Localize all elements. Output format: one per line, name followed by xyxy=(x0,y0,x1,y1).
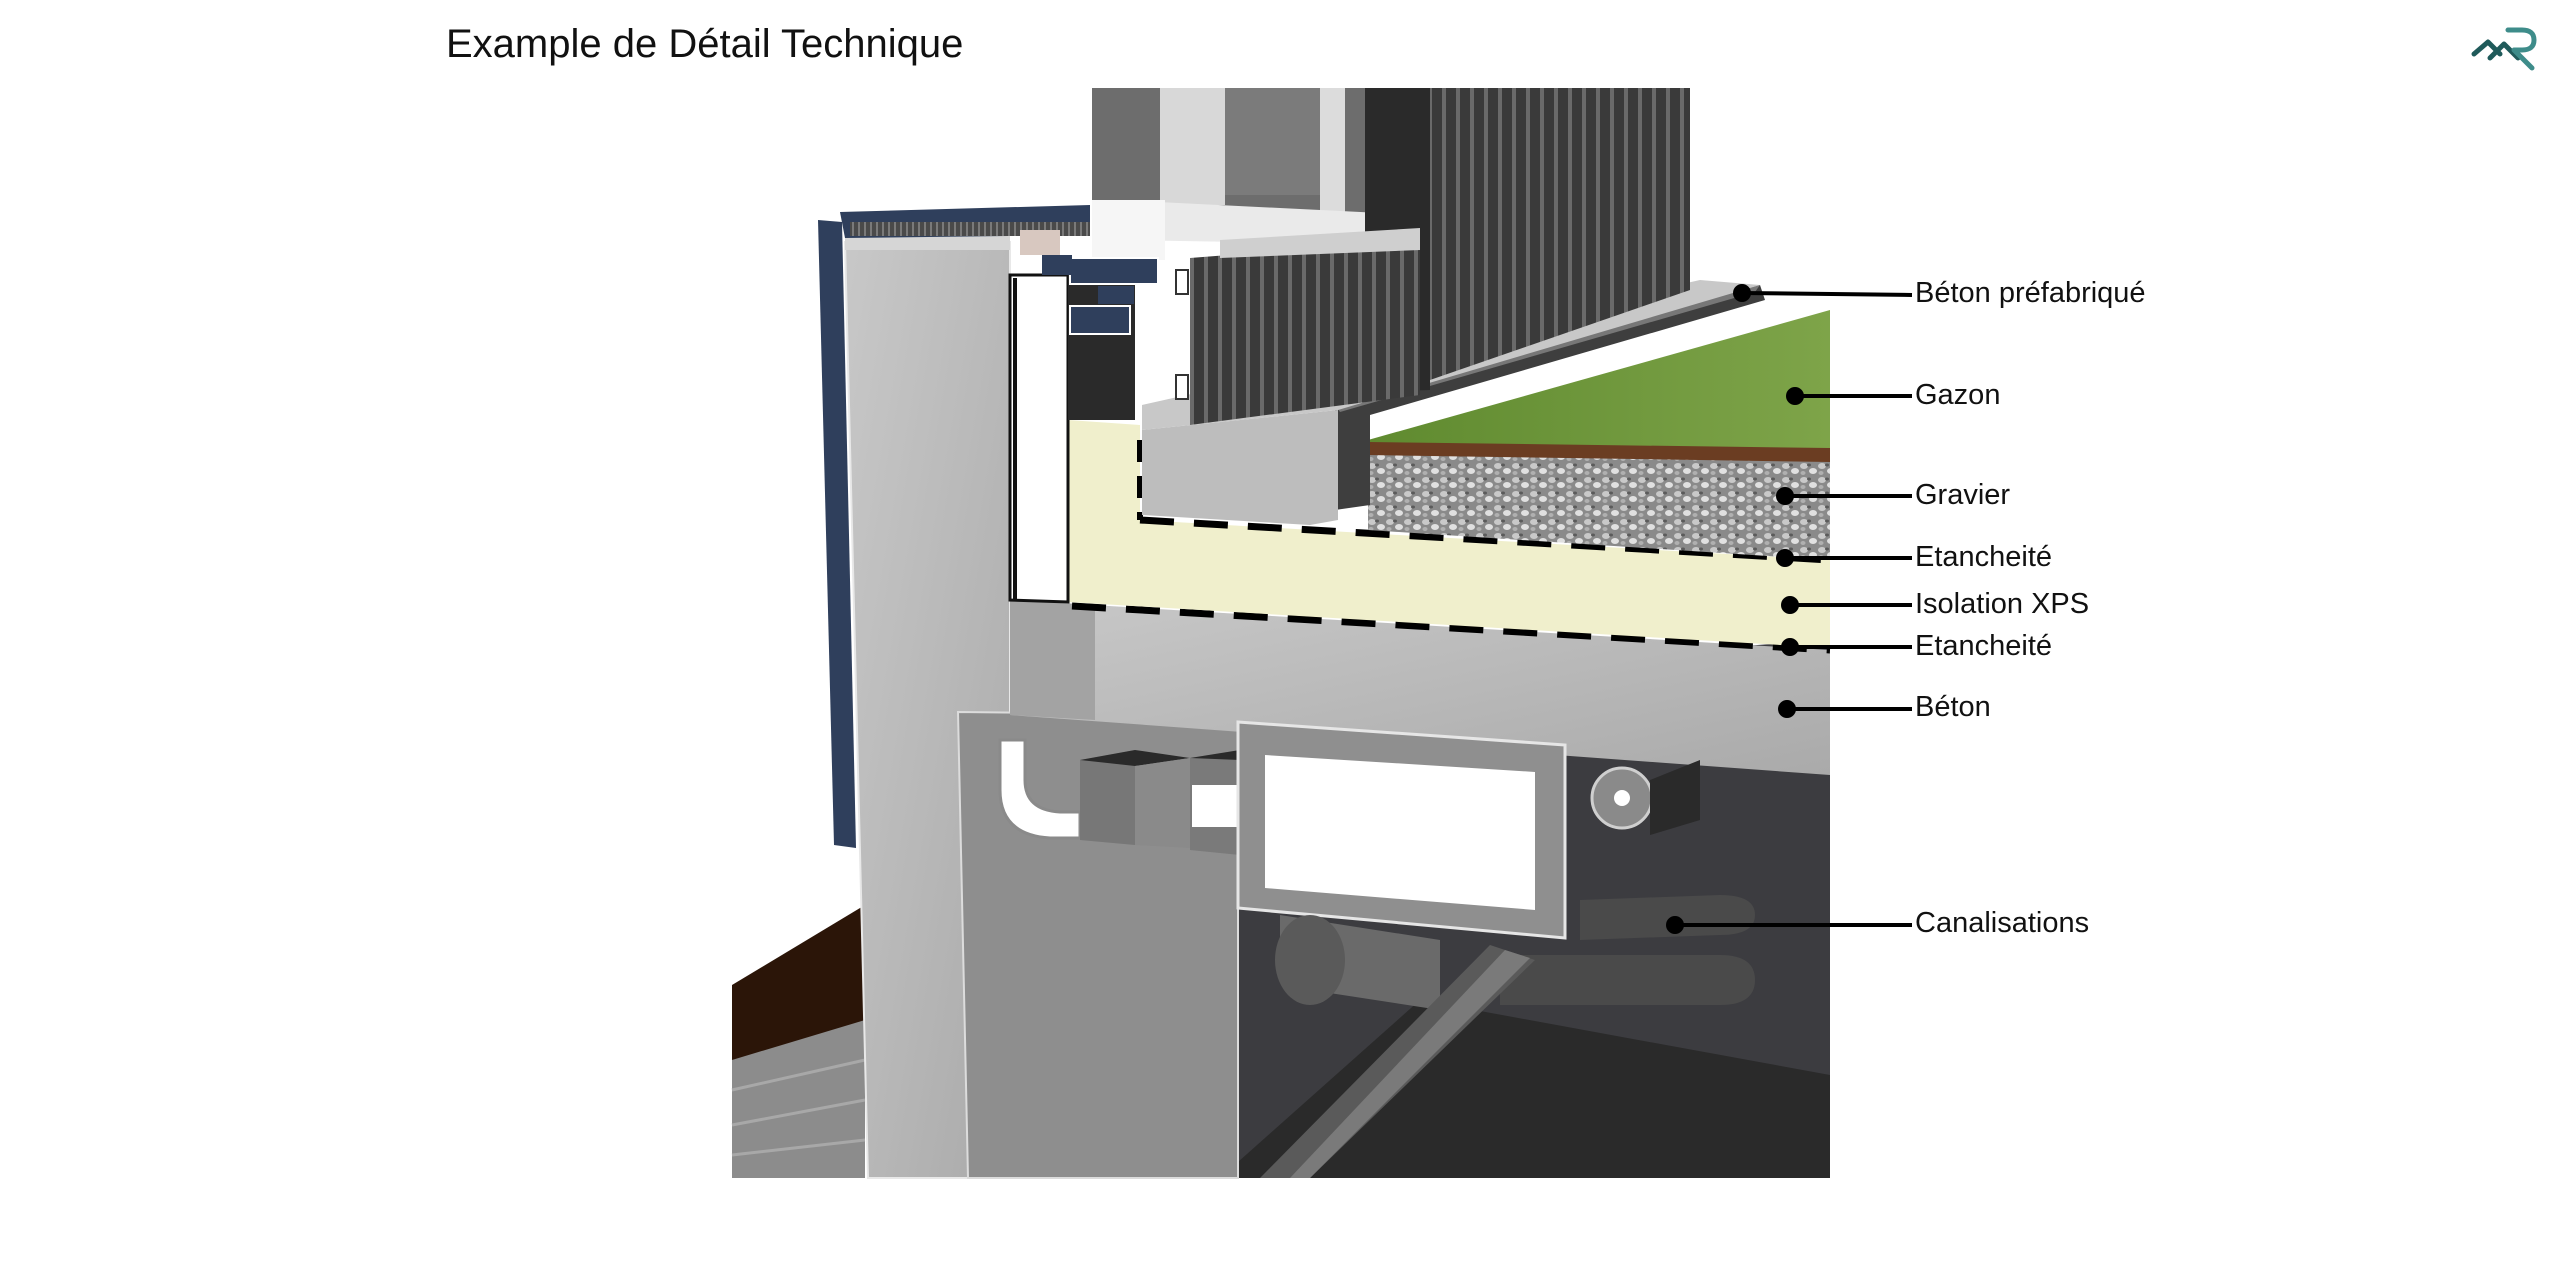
label-isolation-xps: Isolation XPS xyxy=(1915,588,2090,620)
grass-layer xyxy=(1368,310,1830,448)
label-canalisations: Canalisations xyxy=(1915,907,2090,939)
label-beton: Béton xyxy=(1915,691,1991,723)
xps-insulation xyxy=(1068,420,1830,648)
facade-cladding xyxy=(818,220,856,848)
label-etancheite-bottom: Etancheité xyxy=(1915,630,2053,662)
label-etancheite-top: Etancheité xyxy=(1915,541,2053,573)
slatted-cladding xyxy=(1365,88,1690,390)
slatted-cladding-lower xyxy=(1190,240,1420,425)
duct-connector-2 xyxy=(1135,758,1190,848)
label-beton-prefabrique: Béton préfabriqué xyxy=(1915,277,2146,309)
callout-leaders xyxy=(1666,284,1913,934)
concrete-slab xyxy=(1010,600,1830,775)
label-gazon: Gazon xyxy=(1915,379,2001,411)
concrete-slab-left xyxy=(1010,600,1095,720)
exterior-ground-dark xyxy=(732,905,865,1060)
duct-connector-1 xyxy=(1080,750,1135,845)
wall-cavity xyxy=(1008,273,1070,604)
waterproofing-lower xyxy=(1071,602,1831,654)
concrete-plinth xyxy=(1142,410,1338,525)
pipe-upper xyxy=(1580,895,1755,940)
page-title: Example de Détail Technique xyxy=(446,22,964,66)
waterproofing-upper xyxy=(1139,516,1831,564)
label-gravier: Gravier xyxy=(1915,479,2011,511)
precast-concrete-curb xyxy=(1335,285,1765,510)
sill-block-2 xyxy=(1069,305,1131,335)
gravel-layer xyxy=(1368,450,1830,560)
brand-logo-icon xyxy=(2471,27,2537,71)
basement-floor xyxy=(1220,1000,1830,1178)
exterior-paving xyxy=(732,1020,865,1178)
pipe-lower xyxy=(1500,955,1755,1005)
sill-block-1 xyxy=(1069,257,1159,285)
